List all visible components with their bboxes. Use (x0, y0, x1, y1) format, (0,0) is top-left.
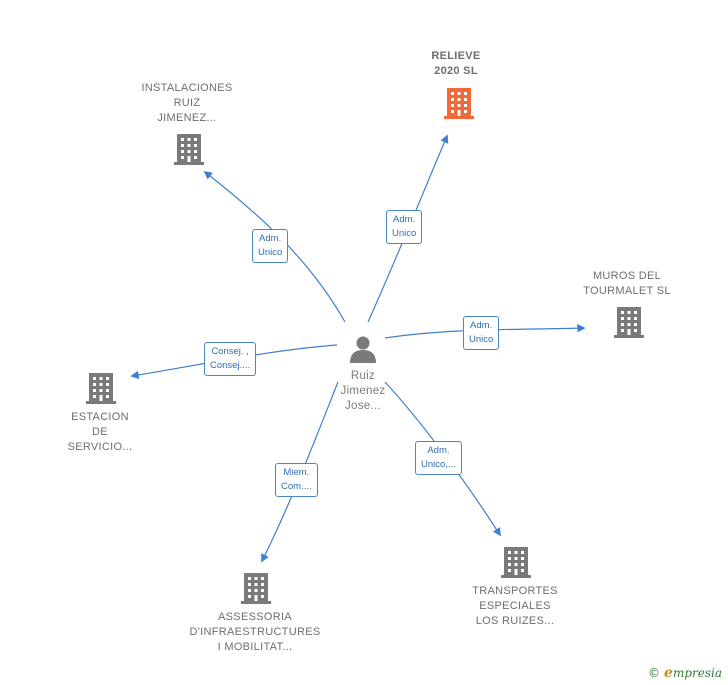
node-label-transportes[interactable]: TRANSPORTES ESPECIALES LOS RUIZES... (455, 584, 575, 629)
building-icon-instalaciones[interactable] (173, 132, 205, 166)
node-muros-line-1: MUROS DEL (592, 270, 662, 282)
node-assessoria-line-3: I MOBILITAT... (217, 641, 293, 653)
node-assessoria-line-2: D'INFRAESTRUCTURES (189, 626, 321, 638)
node-instalaciones-line-1: INSTALACIONES (141, 82, 233, 94)
edge-transportes-line-2: Unico,... (421, 459, 456, 470)
node-transportes-line-3: LOS RUIZES... (475, 615, 555, 627)
brand-e-letter: e (664, 665, 673, 681)
edge-relieve-line-2: Unico (392, 228, 417, 239)
edge-label-transportes[interactable]: Adm. Unico,... (415, 441, 462, 475)
edge-label-estacion[interactable]: Consej. , Consej.... (204, 342, 257, 376)
edge-instalaciones-line-2: Unico (258, 247, 283, 258)
node-estacion-line-1: ESTACION (71, 411, 129, 423)
edge-label-muros[interactable]: Adm. Unico (463, 316, 500, 350)
building-icon-relieve[interactable] (443, 86, 475, 120)
node-transportes-line-2: ESPECIALES (479, 600, 551, 612)
node-label-instalaciones[interactable]: INSTALACIONES RUIZ JIMENEZ... (122, 81, 252, 126)
person-icon[interactable] (348, 334, 378, 364)
center-name-line-3: Jose... (345, 400, 381, 412)
node-muros-line-2: TOURMALET SL (583, 285, 671, 297)
node-label-relieve[interactable]: RELIEVE 2020 SL (400, 49, 512, 79)
building-icon-estacion[interactable] (85, 371, 117, 405)
node-transportes-line-1: TRANSPORTES (472, 585, 558, 597)
node-estacion-line-3: SERVICIO... (67, 441, 133, 453)
edge-label-instalaciones[interactable]: Adm. Unico (252, 229, 289, 263)
building-icon-transportes[interactable] (500, 545, 532, 579)
node-instalaciones-line-2: RUIZ (173, 97, 201, 109)
center-person-label[interactable]: Ruiz Jimenez Jose... (320, 369, 406, 414)
copyright-icon: © (648, 666, 661, 680)
edge-estacion-line-2: Consej.... (210, 360, 251, 371)
edge-label-assessoria[interactable]: Miem. Com.... (275, 463, 318, 497)
node-assessoria-line-1: ASSESSORIA (218, 611, 292, 623)
node-label-estacion[interactable]: ESTACION DE SERVICIO... (50, 410, 150, 455)
node-relieve-line-1: RELIEVE (431, 50, 481, 62)
center-name-line-2: Jimenez (340, 385, 386, 397)
node-instalaciones-line-3: JIMENEZ... (157, 112, 217, 124)
brand-name-rest: mpresia (672, 666, 722, 680)
edge-muros-line-1: Adm. (470, 320, 493, 331)
center-name-line-1: Ruiz (350, 370, 376, 382)
edge-transportes-line-1: Adm. (427, 445, 450, 456)
edge-muros-line-2: Unico (469, 334, 494, 345)
edge-instalaciones-line-1: Adm. (259, 233, 282, 244)
node-label-assessoria[interactable]: ASSESSORIA D'INFRAESTRUCTURES I MOBILITA… (180, 610, 330, 655)
edge-assessoria-line-1: Miem. (283, 467, 310, 478)
edge-label-relieve[interactable]: Adm. Unico (386, 210, 423, 244)
building-icon-assessoria[interactable] (240, 571, 272, 605)
building-icon-muros[interactable] (613, 305, 645, 339)
node-relieve-line-2: 2020 SL (434, 65, 478, 77)
empresia-brand: ©empresia (648, 665, 722, 681)
node-label-muros[interactable]: MUROS DEL TOURMALET SL (572, 269, 682, 299)
edge-relieve-line-1: Adm. (393, 214, 416, 225)
node-estacion-line-2: DE (92, 426, 108, 438)
edge-assessoria-line-2: Com.... (281, 481, 312, 492)
edge-estacion-line-1: Consej. , (211, 346, 249, 357)
